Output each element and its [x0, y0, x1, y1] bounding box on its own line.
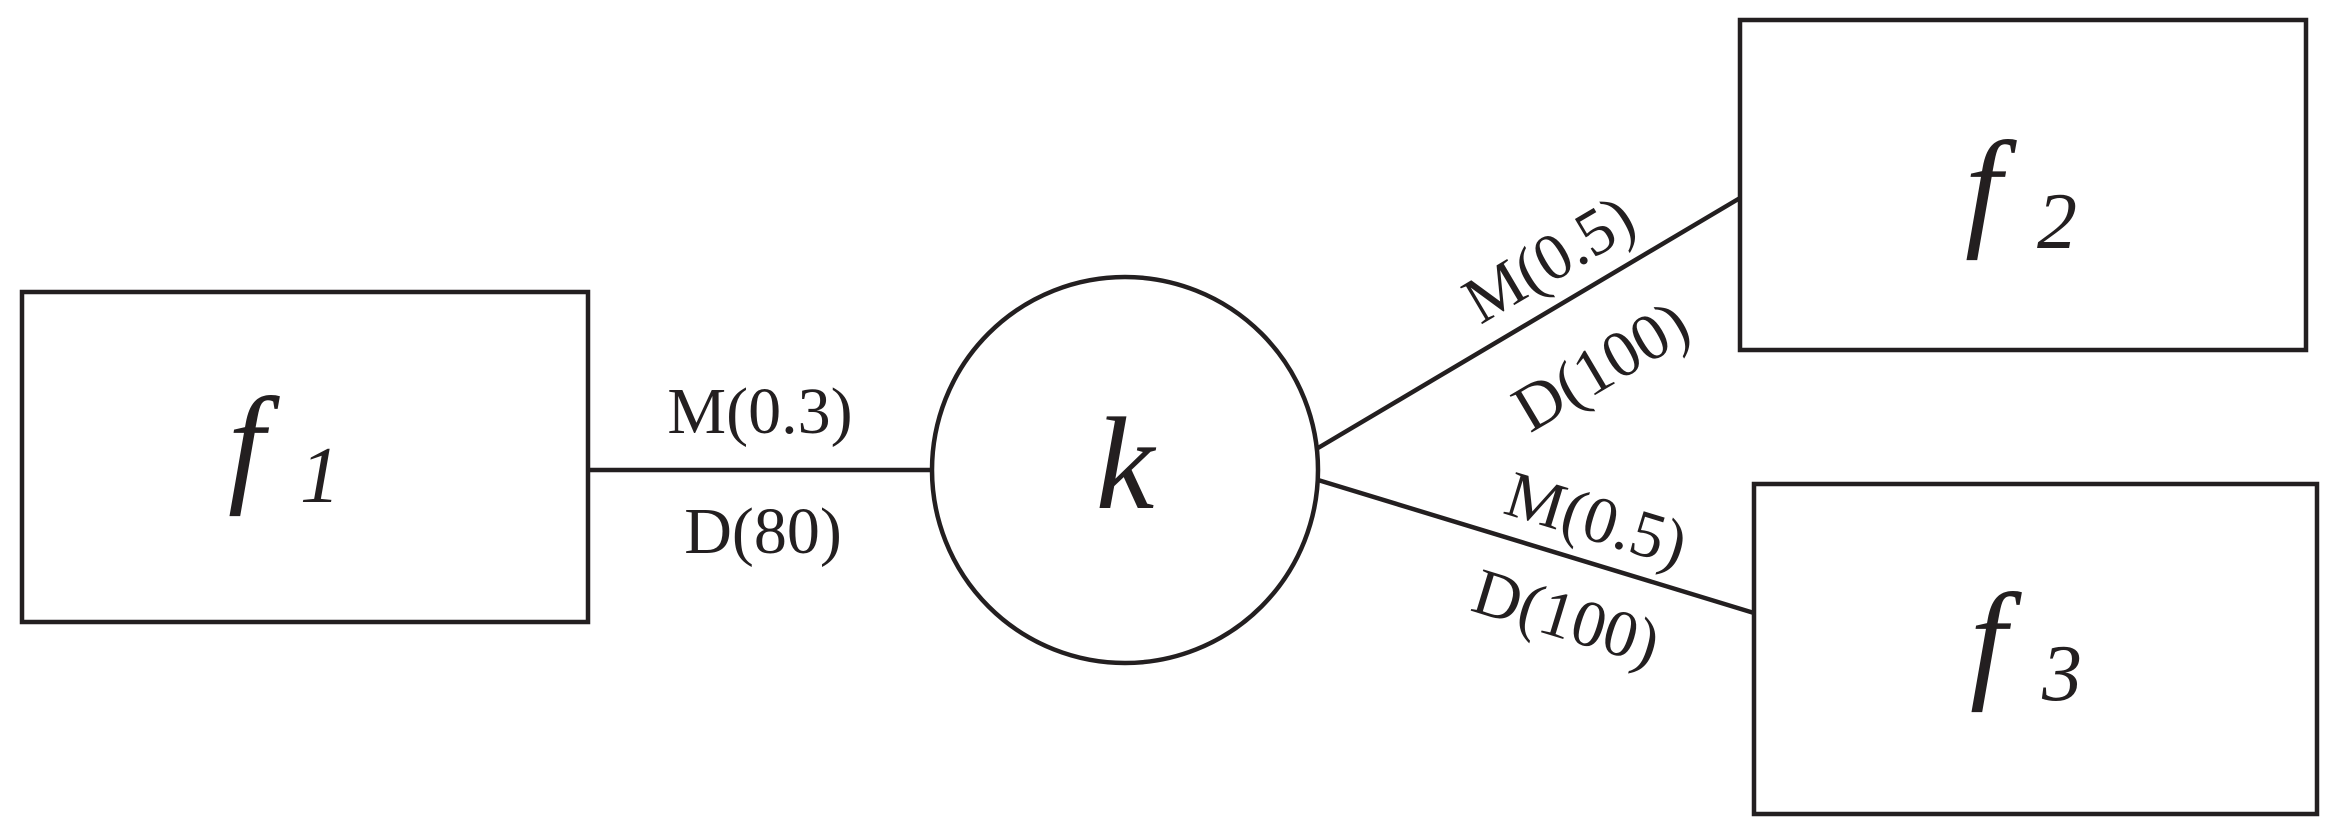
edge-k-f3	[1317, 477, 1755, 616]
node-k-circle	[929, 274, 1321, 666]
node-f2: f 2	[1737, 17, 2309, 353]
node-f2-subscript: 2	[2037, 178, 2077, 266]
edge-k-f2	[1316, 196, 1742, 450]
node-k-symbol: k	[1096, 390, 1157, 537]
node-k: k	[929, 274, 1321, 666]
node-f1-subscript: 1	[300, 432, 340, 520]
edge-f1-k-top-label: M(0.3)	[667, 375, 852, 448]
node-f1-box	[19, 289, 591, 625]
node-f1: f 1	[19, 289, 591, 625]
node-f2-box	[1737, 17, 2309, 353]
edge-k-f3-bottom-label: D(100)	[1464, 555, 1668, 681]
edge-f1-k-bottom-label: D(80)	[684, 495, 842, 568]
node-f3: f 3	[1751, 481, 2320, 817]
node-f3-box	[1751, 481, 2320, 817]
node-f3-subscript: 3	[2041, 630, 2082, 718]
